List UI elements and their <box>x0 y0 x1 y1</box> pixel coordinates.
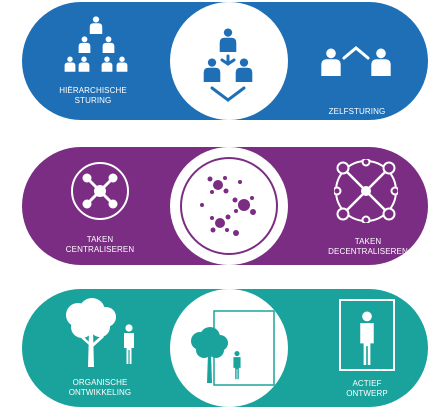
decentralized-network-icon <box>334 159 398 223</box>
centralize-tasks-label: TAKEN CENTRALISEREN <box>65 235 135 254</box>
decentralize-tasks-label: TAKEN DECENTRALISEREN <box>328 237 408 256</box>
centralized-network-icon <box>70 161 130 221</box>
active-design-label: ACTIEF ONTWERP <box>346 379 388 398</box>
center-circle <box>170 147 288 265</box>
band-hierarchy-vs-self-management: HIËRARCHISCHE STURING ZELFSTURING <box>22 2 428 120</box>
tree-person-frame-icon <box>191 310 275 386</box>
group-people-icon <box>203 28 253 102</box>
center-circle <box>170 2 288 120</box>
two-people-icon <box>320 42 392 76</box>
self-management-label: ZELFSTURING <box>328 107 386 116</box>
tree-person-icon <box>56 297 142 369</box>
center-circle <box>170 289 288 407</box>
person-in-frame-icon <box>339 299 395 371</box>
hierarchical-steering-label: HIËRARCHISCHE STURING <box>59 86 127 105</box>
hierarchy-people-icon <box>64 16 130 74</box>
band-organic-vs-active-design: ORGANISCHE ONTWIKKELING ACTIEF ONTWERP <box>22 289 428 407</box>
organic-development-label: ORGANISCHE ONTWIKKELING <box>68 378 132 397</box>
scattered-dots-icon <box>180 157 278 255</box>
band-centralize-vs-decentralize: TAKEN CENTRALISEREN <box>22 147 428 265</box>
